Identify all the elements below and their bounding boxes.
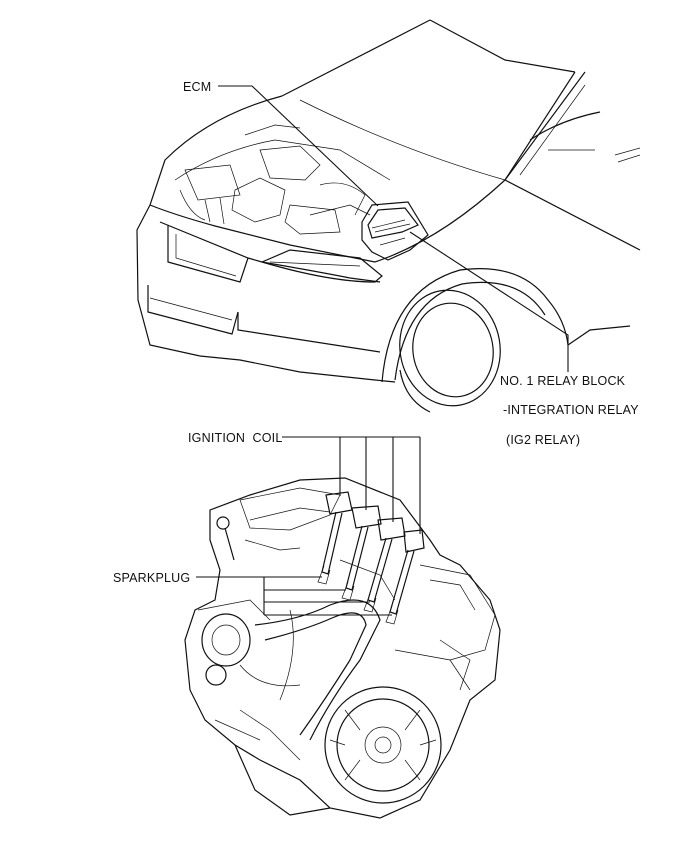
car-illustration (136, 19, 641, 413)
ecm-label: ECM (183, 80, 211, 94)
ignition-coil-label: IGNITION COIL (188, 431, 282, 445)
spark-plug-label: SPARKPLUG (113, 571, 190, 585)
relay-block-label: NO. 1 RELAY BLOCK (500, 374, 626, 388)
ig2-relay-label: (IG2 RELAY) (506, 433, 580, 447)
ignition-coils (317, 491, 425, 625)
integration-relay-label: -INTEGRATION RELAY (503, 403, 639, 417)
leader-lines (196, 85, 569, 616)
engine-illustration (184, 477, 501, 819)
